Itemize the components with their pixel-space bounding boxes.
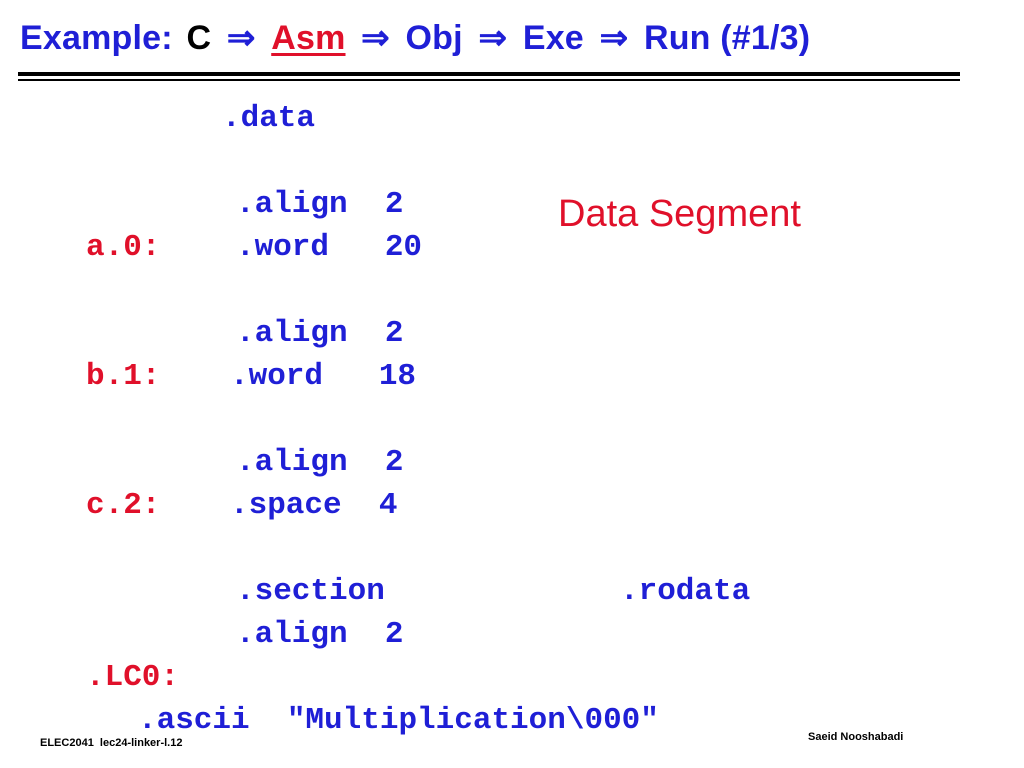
title-example: Example:	[20, 19, 173, 57]
code-section-directive: .section	[236, 574, 385, 609]
implies-arrow-icon: ⇒	[478, 19, 508, 57]
code-label-c: c.2:	[86, 488, 161, 523]
title-run: Run (#1/3)	[643, 19, 811, 57]
code-label-a: a.0:	[86, 230, 161, 265]
footer-author: Saeid Nooshabadi	[808, 731, 904, 743]
code-word-b: .word 18	[230, 359, 417, 394]
code-align-2: .align 2	[236, 316, 404, 351]
implies-arrow-icon: ⇒	[226, 19, 256, 57]
code-section-name: .rodata	[620, 574, 751, 609]
code-ascii-line: .ascii "Multiplication\000"	[138, 703, 659, 738]
code-label-lc0: .LC0:	[86, 660, 180, 695]
implies-arrow-icon: ⇒	[599, 19, 629, 57]
slide-title: Example: C ⇒ Asm ⇒ Obj ⇒ Exe ⇒ Run (#1/3…	[20, 18, 810, 58]
code-label-b: b.1:	[86, 359, 161, 394]
title-c: C	[186, 19, 212, 57]
title-divider	[18, 72, 960, 76]
code-align-3: .align 2	[236, 445, 404, 480]
code-word-a: .word 20	[236, 230, 423, 265]
title-exe: Exe	[522, 19, 584, 57]
code-data-directive: .data	[222, 101, 316, 136]
title-asm: Asm	[271, 19, 346, 57]
title-obj: Obj	[405, 19, 463, 57]
code-align-4: .align 2	[236, 617, 404, 652]
code-align-1: .align 2	[236, 187, 404, 222]
footer-course: ELEC2041 lec24-linker-l.12	[40, 737, 183, 749]
data-segment-note: Data Segment	[558, 193, 801, 235]
code-space-c: .space 4	[230, 488, 398, 523]
implies-arrow-icon: ⇒	[361, 19, 390, 57]
